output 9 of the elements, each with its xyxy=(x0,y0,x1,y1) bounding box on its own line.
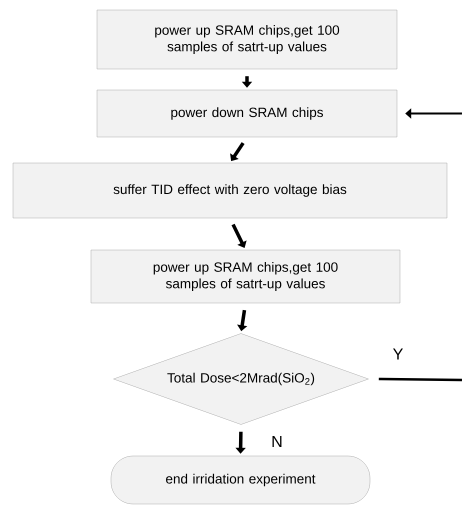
process-box: power up SRAM chips,get 100 samples of satrt-up values xyxy=(90,250,400,304)
edge-label: N xyxy=(272,436,282,447)
process-box: suffer TID effect with zero voltage bias xyxy=(12,162,448,218)
edge-label: Y xyxy=(393,348,403,360)
process-box: power down SRAM chips xyxy=(96,90,398,138)
loop-line xyxy=(378,378,462,382)
process-box: power up SRAM chips,get 100 samples of satrt-up values xyxy=(96,10,398,70)
down-arrow xyxy=(232,224,247,248)
terminal-box: end irridation experiment xyxy=(110,456,370,504)
